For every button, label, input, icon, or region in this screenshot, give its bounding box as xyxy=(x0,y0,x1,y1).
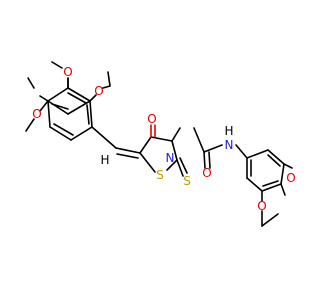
molecule-canvas: O O O O N S S O N H O O H xyxy=(25,61,296,227)
thiazolidinone-ring xyxy=(139,124,188,177)
amide-oxygen: O xyxy=(202,166,211,180)
ring-nitrogen: N xyxy=(166,151,175,165)
amide-hydrogen: H xyxy=(224,124,233,138)
methoxy-oxygen-1: O xyxy=(94,84,103,98)
molecule-structure: O O O O N S S O N H O O H xyxy=(25,61,296,227)
methoxy-oxygen-3: O xyxy=(32,107,41,121)
benzodioxole-ring xyxy=(246,149,293,227)
atom-labels: O O O O N S S O N H O O H xyxy=(32,65,295,213)
amide-nitrogen: N xyxy=(225,138,234,152)
dioxole-oxygen-1: O xyxy=(286,171,295,185)
vinyl-linker xyxy=(91,126,141,159)
acetamide-chain xyxy=(171,127,248,169)
ring-sulfur: S xyxy=(156,168,164,182)
methoxy-oxygen-2: O xyxy=(63,65,72,79)
carbonyl-oxygen-ring: O xyxy=(147,112,156,126)
vinyl-hydrogen: H xyxy=(100,153,109,167)
dioxole-oxygen-2: O xyxy=(257,199,266,213)
thione-sulfur: S xyxy=(183,174,191,188)
trimethoxyphenyl-ring xyxy=(47,87,93,141)
methoxy-groups xyxy=(25,61,111,132)
